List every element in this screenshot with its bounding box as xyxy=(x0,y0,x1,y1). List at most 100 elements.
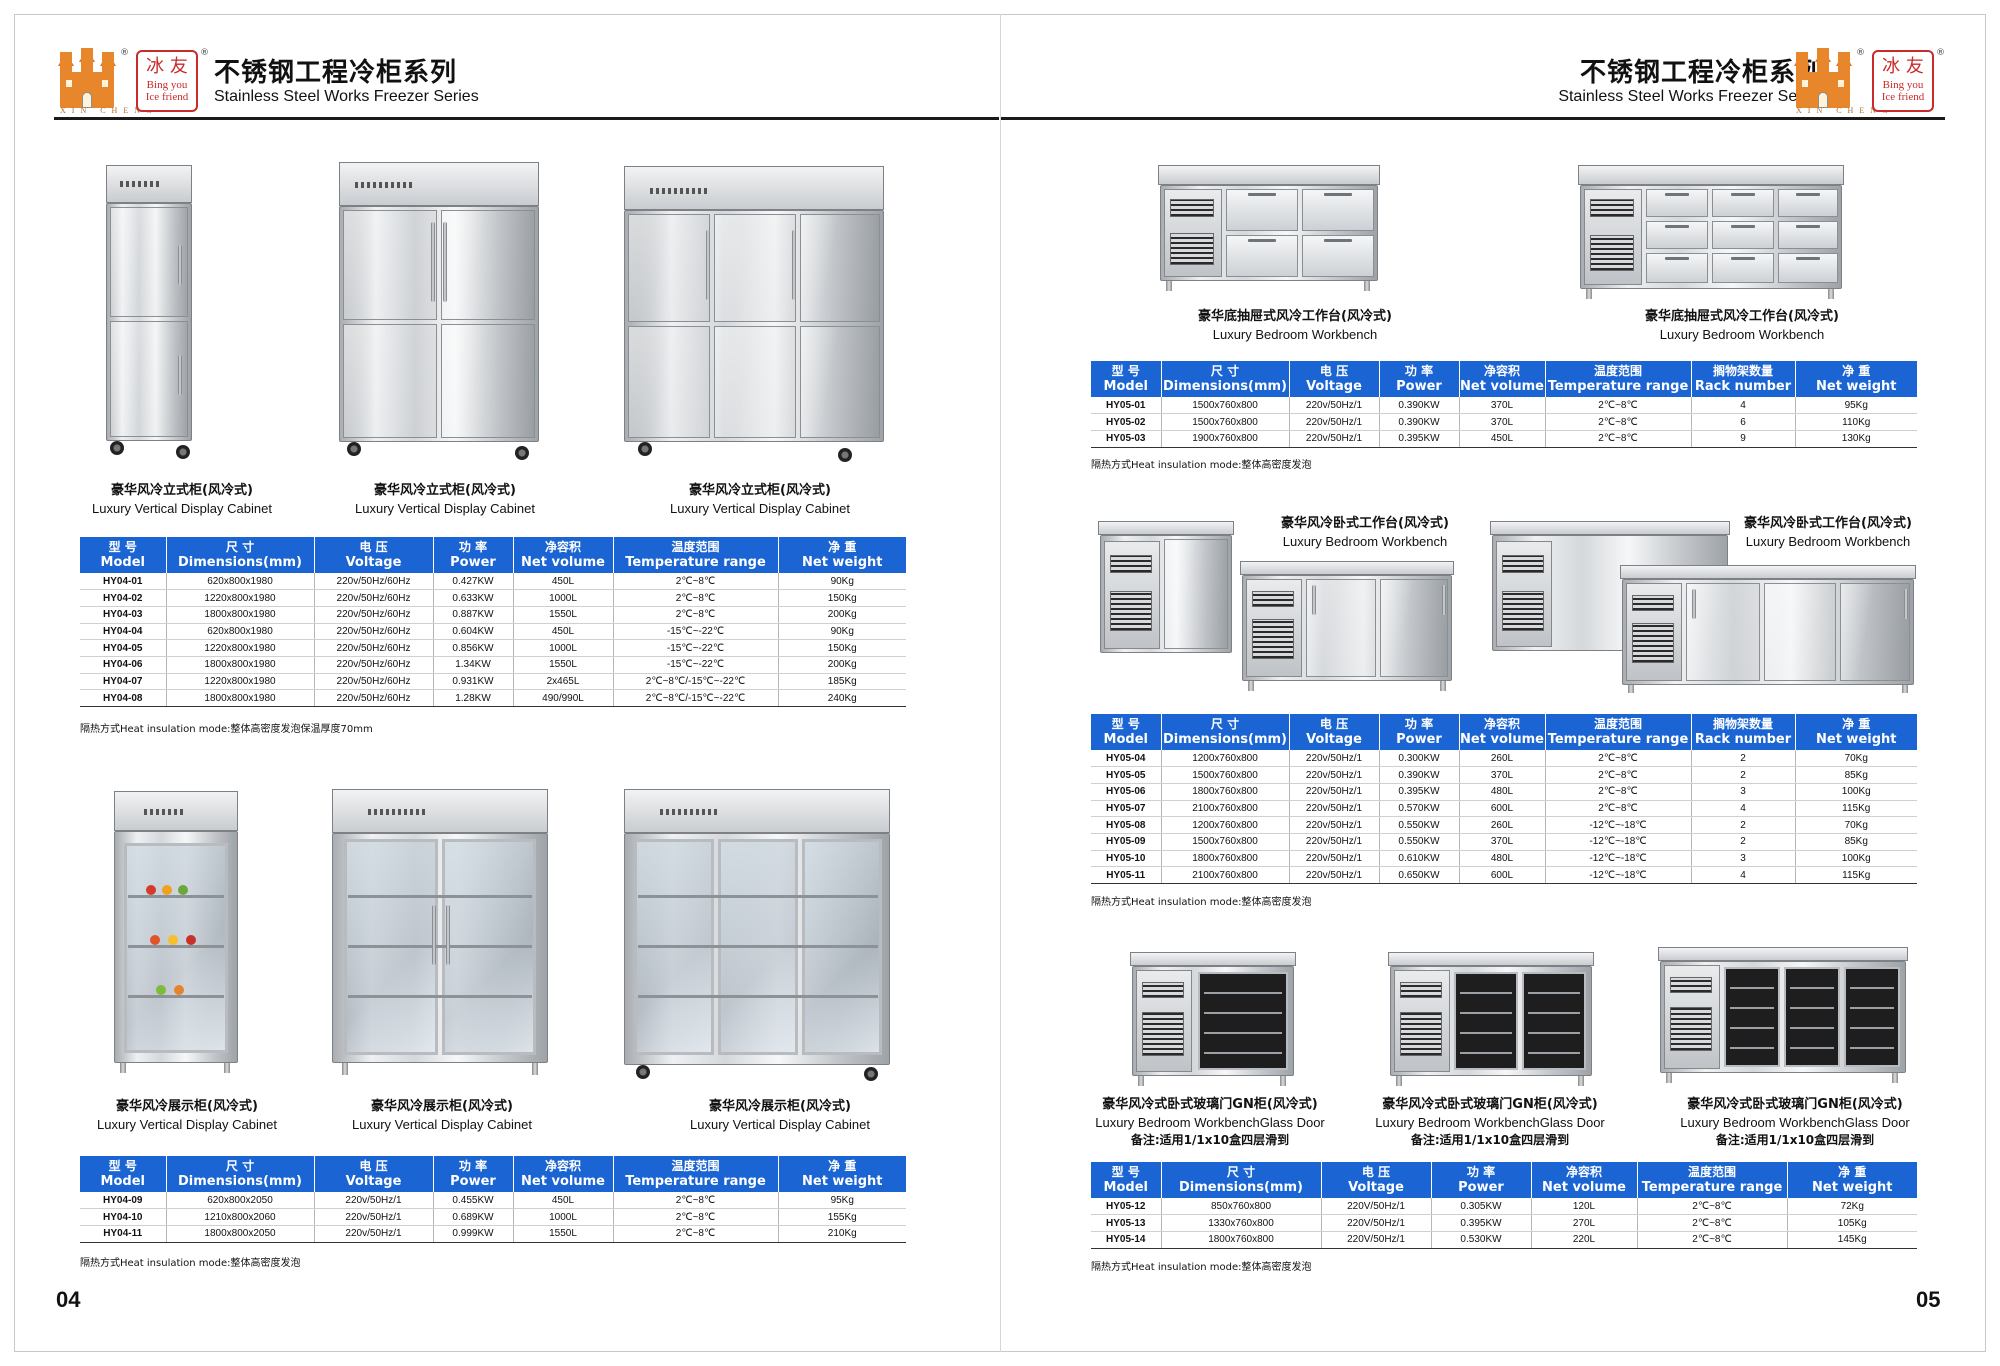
caption-note: 备注:适用1/1x10盒四层滑到 xyxy=(1715,1133,1875,1147)
stamp-en2: Ice friend xyxy=(1881,91,1925,103)
reg-mark: ® xyxy=(200,48,209,58)
table-cell: 450L xyxy=(513,573,614,591)
table-cell: HY05-01 xyxy=(1091,397,1162,415)
product-caption: 豪华风冷式卧式玻璃门GN柜(风冷式) Luxury Bedroom Workbe… xyxy=(1370,1096,1610,1148)
caption-en: Luxury Bedroom Workbench xyxy=(1212,327,1378,342)
caption-en: Luxury Bedroom Workbench xyxy=(1659,327,1825,342)
table-cell: 220v/50Hz/1 xyxy=(1289,850,1380,868)
table-cell: 130Kg xyxy=(1795,430,1917,448)
table-cell: 220v/50Hz/60Hz xyxy=(314,689,434,707)
caption-note: 备注:适用1/1x10盒四层滑到 xyxy=(1410,1133,1570,1147)
right-brand: 不锈钢工程冷柜系列 Stainless Steel Works Freezer … xyxy=(1500,48,1945,115)
insulation-note: 隔热方式Heat insulation mode:整体高密度发泡 xyxy=(1091,897,1312,908)
table-cell: -15℃~-22℃ xyxy=(613,623,779,641)
left-header-rule xyxy=(54,117,999,120)
caption-cn: 豪华风冷展示柜(风冷式) xyxy=(371,1099,513,1114)
table-cell: 4 xyxy=(1691,800,1796,818)
caption-en: Luxury Vertical Display Cabinet xyxy=(670,501,850,516)
table-cell: 220v/50Hz/1 xyxy=(1289,430,1380,448)
table-cell: 620x800x1980 xyxy=(166,623,315,641)
table-cell: 2℃~8℃ xyxy=(613,1192,779,1210)
table-cell: HY05-14 xyxy=(1091,1231,1162,1249)
table-cell: 145Kg xyxy=(1787,1231,1917,1249)
table-cell: HY04-10 xyxy=(80,1208,167,1226)
product-image-gn-counter-3door xyxy=(1658,945,1913,1090)
table-cell: HY04-07 xyxy=(80,673,167,691)
insulation-note: 隔热方式Heat insulation mode:整体高密度发泡 xyxy=(1091,1262,1312,1273)
table-cell: HY04-03 xyxy=(80,606,167,624)
table-cell: HY05-08 xyxy=(1091,816,1162,834)
table-cell: 1330x760x800 xyxy=(1161,1214,1322,1232)
insulation-note: 隔热方式Heat insulation mode:整体高密度发泡保温厚度70mm xyxy=(80,724,373,735)
product-image-upright-2door xyxy=(335,162,545,467)
table-cell: 450L xyxy=(1459,430,1546,448)
table-cell: 1500x760x800 xyxy=(1161,766,1290,784)
caption-en: Luxury Bedroom WorkbenchGlass Door xyxy=(1680,1115,1910,1130)
table-cell: HY05-05 xyxy=(1091,766,1162,784)
table-cell: 185Kg xyxy=(778,673,906,691)
product-image-gn-counter-1door xyxy=(1130,950,1300,1090)
page-number: 04 xyxy=(56,1287,81,1312)
product-caption: 豪华风冷展示柜(风冷式) Luxury Vertical Display Cab… xyxy=(665,1098,895,1134)
table-cell: 0.395KW xyxy=(1379,783,1460,801)
castle-logo-icon xyxy=(54,48,120,108)
header-title-cn: 不锈钢工程冷柜系列 xyxy=(1579,58,1823,88)
table-cell: 1220x800x1980 xyxy=(166,673,315,691)
table-cell: 0.455KW xyxy=(433,1192,514,1210)
table-cell: 0.633KW xyxy=(433,589,514,607)
table-cell: 1800x800x2050 xyxy=(166,1225,315,1243)
caption-cn: 豪华风冷展示柜(风冷式) xyxy=(709,1099,851,1114)
table-cell: 2℃~8℃ xyxy=(613,606,779,624)
caption-en: Luxury Bedroom WorkbenchGlass Door xyxy=(1375,1115,1605,1130)
table-cell: 220v/50Hz/1 xyxy=(1289,766,1380,784)
table-cell: 1.34KW xyxy=(433,656,514,674)
castle-logo-text: XIN CHENG xyxy=(60,106,158,115)
stamp-cn: 冰 友 xyxy=(1882,56,1924,77)
table-cell: HY04-06 xyxy=(80,656,167,674)
product-image-display-2door xyxy=(328,785,553,1085)
table-cell: 2℃~8℃ xyxy=(1545,750,1692,768)
table-cell: 90Kg xyxy=(778,573,906,591)
table-cell: 220V/50Hz/1 xyxy=(1321,1214,1432,1232)
table-cell: HY05-10 xyxy=(1091,850,1162,868)
table-cell: 0.999KW xyxy=(433,1225,514,1243)
caption-en: Luxury Vertical Display Cabinet xyxy=(97,1117,277,1132)
table-cell: HY04-11 xyxy=(80,1225,167,1243)
caption-en: Luxury Bedroom Workbench xyxy=(1745,534,1911,549)
caption-cn: 豪华风冷式卧式玻璃门GN柜(风冷式) xyxy=(1102,1097,1318,1112)
product-caption: 豪华底抽屉式风冷工作台(风冷式) Luxury Bedroom Workbenc… xyxy=(1175,308,1415,344)
table-cell: 1.28KW xyxy=(433,689,514,707)
caption-cn: 豪华底抽屉式风冷工作台(风冷式) xyxy=(1198,309,1392,324)
caption-en: Luxury Bedroom Workbench xyxy=(1282,534,1448,549)
table-cell: 2x465L xyxy=(513,673,614,691)
table-cell: 240Kg xyxy=(778,689,906,707)
table-cell: 100Kg xyxy=(1795,850,1917,868)
table-cell: 1800x760x800 xyxy=(1161,1231,1322,1249)
caption-en: Luxury Bedroom WorkbenchGlass Door xyxy=(1095,1115,1325,1130)
table-cell: 0.550KW xyxy=(1379,816,1460,834)
